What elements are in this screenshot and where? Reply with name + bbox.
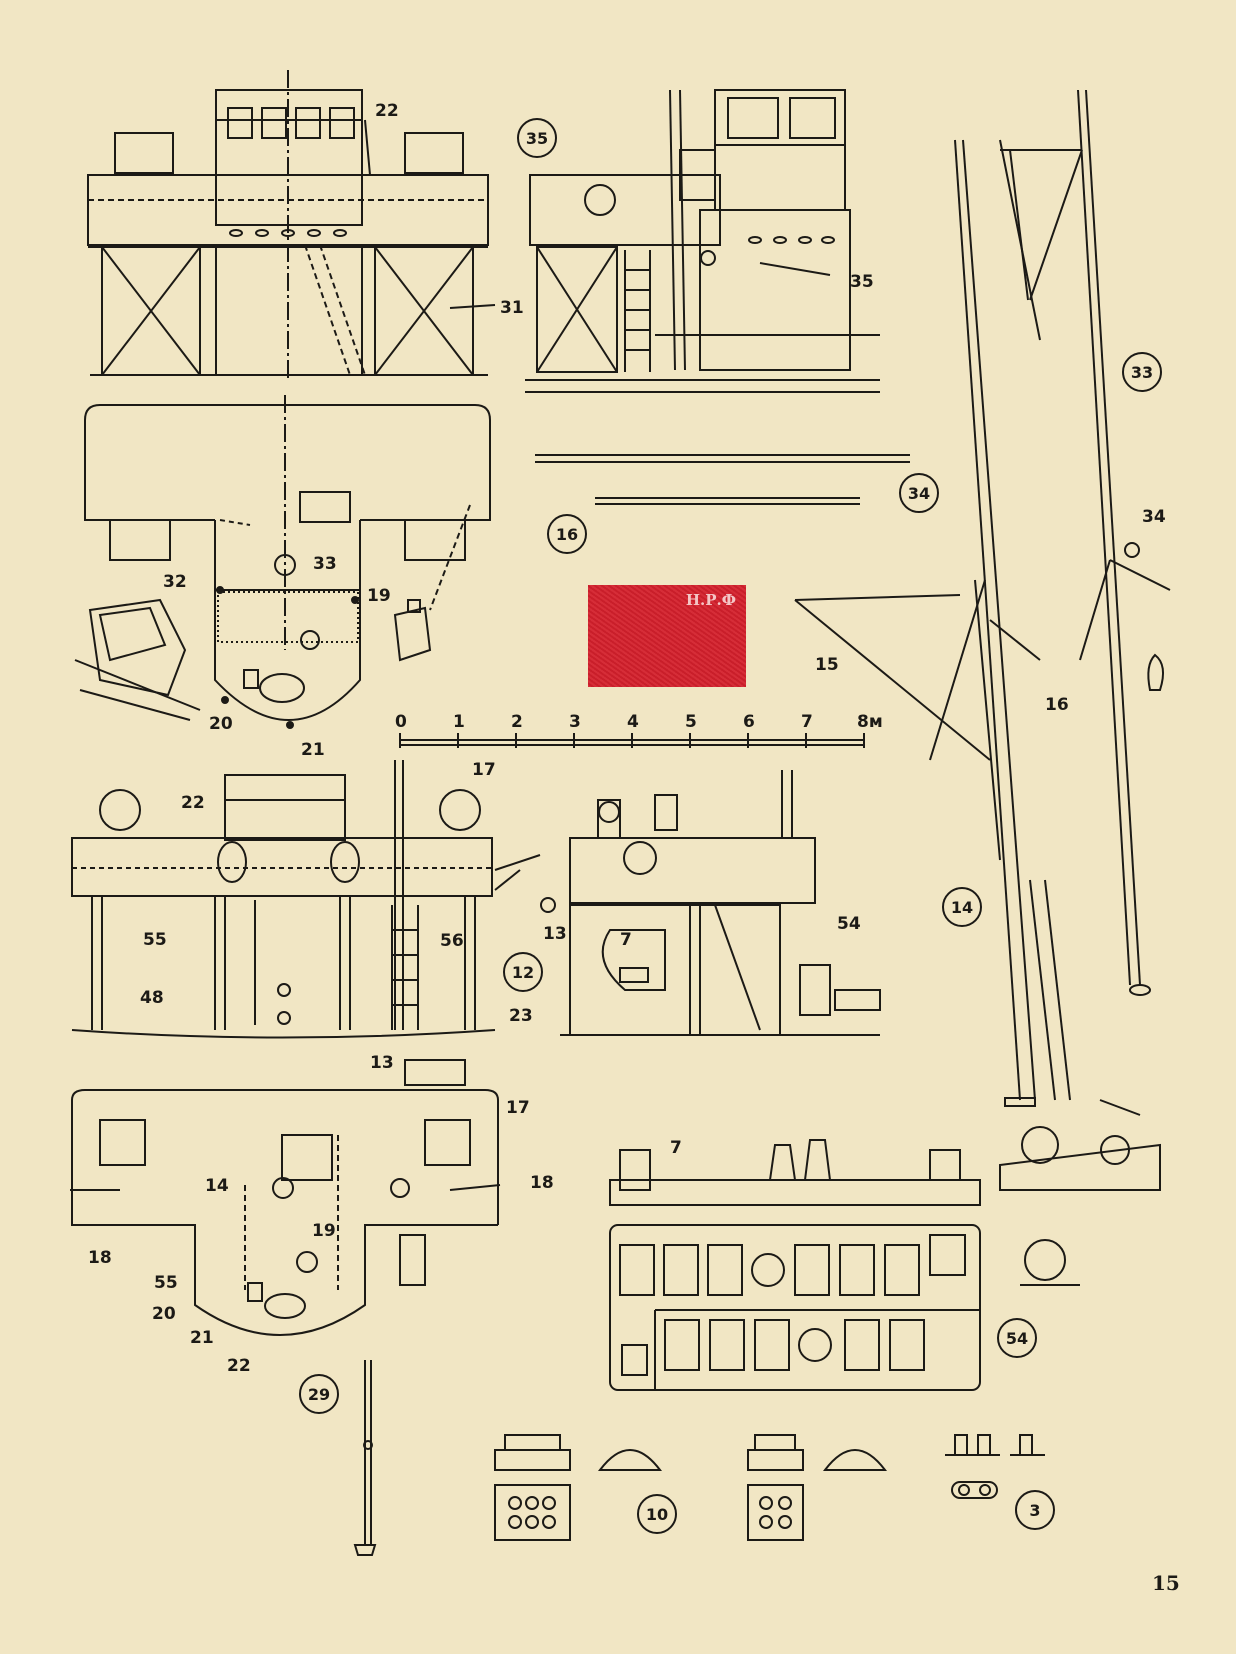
upper-bridge-plan-view	[70, 1060, 500, 1335]
callout-18-left: 18	[88, 1248, 112, 1268]
callout-22-plan: 22	[227, 1356, 251, 1376]
callout-7-lower: 7	[670, 1138, 682, 1158]
callout-22-lower: 22	[181, 793, 205, 813]
callout-13-lower: 13	[370, 1053, 394, 1073]
detail-circle-16: 16	[547, 514, 587, 554]
callout-18-right: 18	[530, 1173, 554, 1193]
detail-circle-12: 12	[503, 952, 543, 992]
detail-circle-14: 14	[942, 887, 982, 927]
callout-21-lower: 21	[190, 1328, 214, 1348]
callout-55-lower: 55	[154, 1273, 178, 1293]
callout-34: 34	[1142, 507, 1166, 527]
callout-15: 15	[815, 655, 839, 675]
scale-tick-7: 7	[801, 712, 813, 732]
scale-tick-3: 3	[569, 712, 581, 732]
equipment-rack-detail	[610, 1140, 980, 1390]
callout-31: 31	[500, 298, 524, 318]
detail-10-fittings	[495, 1435, 885, 1540]
callout-23: 23	[509, 1006, 533, 1026]
callout-21: 21	[301, 740, 325, 760]
detail-circle-54: 54	[997, 1318, 1037, 1358]
callout-13: 13	[543, 924, 567, 944]
callout-16: 16	[1045, 695, 1069, 715]
scale-tick-1: 1	[453, 712, 465, 732]
callout-20: 20	[209, 714, 233, 734]
upper-bridge-front-elevation	[72, 760, 540, 1038]
scale-tick-2: 2	[511, 712, 523, 732]
callout-14: 14	[205, 1176, 229, 1196]
upper-bridge-side-elevation	[541, 770, 880, 1035]
bridge-side-elevation	[525, 90, 880, 392]
detail-circle-34: 34	[899, 473, 939, 513]
scale-tick-4: 4	[627, 712, 639, 732]
scale-tick-5: 5	[685, 712, 697, 732]
detail-circle-33: 33	[1122, 352, 1162, 392]
detail-3-bollards	[945, 1435, 1045, 1498]
detail-circle-29: 29	[299, 1374, 339, 1414]
scale-tick-8: 8м	[857, 712, 883, 732]
scale-bar	[400, 733, 865, 748]
callout-17-lower: 17	[506, 1098, 530, 1118]
stamp-text: Н.Р.Ф	[685, 591, 736, 609]
callout-7: 7	[620, 930, 632, 950]
callout-32: 32	[163, 572, 187, 592]
callout-54: 54	[837, 914, 861, 934]
bridge-plan-view	[85, 395, 490, 728]
detail-circle-10: 10	[637, 1494, 677, 1534]
callout-19-lower: 19	[312, 1221, 336, 1241]
bridge-front-elevation	[88, 70, 495, 380]
detail-circle-35: 35	[517, 118, 557, 158]
detail-29-post	[355, 1360, 375, 1555]
railing-details	[535, 455, 910, 504]
callout-56: 56	[440, 931, 464, 951]
callout-55: 55	[143, 930, 167, 950]
fitting-side-detail	[1000, 1127, 1160, 1285]
callout-48: 48	[140, 988, 164, 1008]
mast-33	[1000, 90, 1170, 995]
mast-14	[795, 140, 1140, 1115]
detail-circle-3: 3	[1015, 1490, 1055, 1530]
scale-tick-6: 6	[743, 712, 755, 732]
page-number: 15	[1152, 1571, 1180, 1595]
callout-20-lower: 20	[152, 1304, 176, 1324]
callout-35: 35	[850, 272, 874, 292]
scale-tick-0: 0	[395, 712, 407, 732]
callout-33: 33	[313, 554, 337, 574]
callout-17: 17	[472, 760, 496, 780]
library-stamp: Н.Р.Ф	[588, 585, 746, 687]
callout-22: 22	[375, 101, 399, 121]
callout-19: 19	[367, 586, 391, 606]
searchlight-perspective	[75, 600, 430, 720]
